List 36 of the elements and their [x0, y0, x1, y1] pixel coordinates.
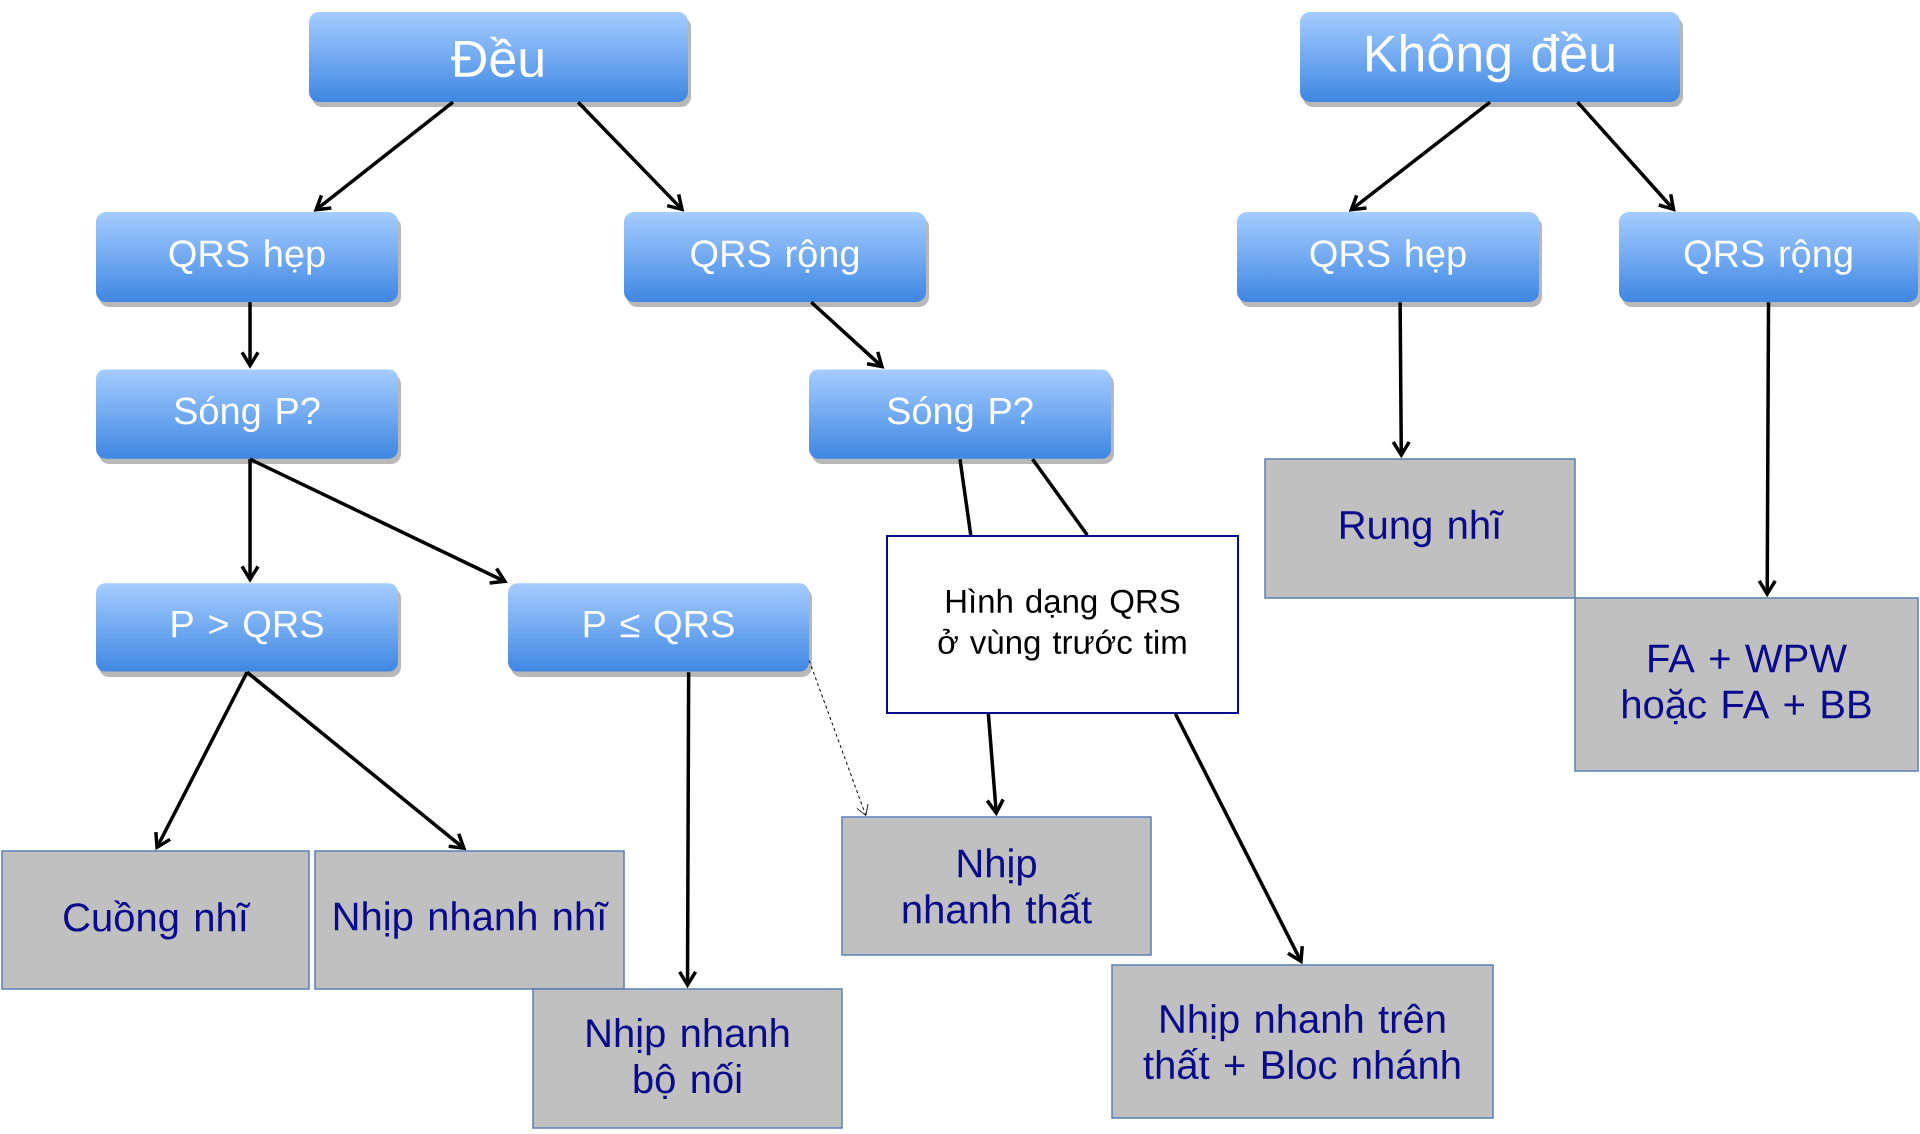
arrow: [249, 457, 508, 585]
arrow: [1391, 302, 1411, 459]
arrow: [245, 670, 467, 851]
diagnosis-box: Cuồng nhĩ: [1, 850, 310, 990]
decision-box: QRS rộng: [624, 212, 929, 307]
question-box: Hình dạng QRS ở vùng trước tim: [886, 535, 1239, 714]
decision-box: QRS rộng: [1619, 212, 1920, 307]
arrow: [240, 302, 260, 369]
arrow: [808, 660, 869, 816]
arrow: [240, 459, 260, 583]
arrow: [678, 672, 698, 989]
diagnosis-box: Nhịp nhanh thất: [841, 816, 1152, 956]
connector-line: [958, 458, 973, 536]
heading-box: Không đều: [1300, 12, 1683, 107]
diagnosis-box: Nhịp nhanh bộ nối: [532, 988, 843, 1129]
diagnosis-box: Nhịp nhanh trên thất + Bloc nhánh: [1111, 964, 1494, 1119]
arrow: [576, 101, 685, 212]
heading-box: Đều: [309, 12, 691, 107]
arrow: [1576, 101, 1676, 212]
arrow: [1173, 713, 1304, 965]
diagnosis-box: Rung nhĩ: [1264, 458, 1576, 599]
diagnosis-box: Nhịp nhanh nhĩ: [314, 850, 625, 990]
arrow: [1757, 302, 1777, 598]
arrow: [154, 671, 249, 851]
decision-box: Sóng P?: [96, 369, 401, 464]
decision-box: P ≤ QRS: [508, 583, 812, 677]
arrow: [985, 713, 1005, 817]
decision-box: QRS hẹp: [1237, 212, 1542, 307]
arrow: [313, 100, 455, 212]
diagnosis-box: FA + WPW hoặc FA + BB: [1574, 597, 1919, 772]
arrow: [810, 300, 885, 369]
connector-line: [1031, 458, 1089, 537]
decision-box: P > QRS: [96, 583, 401, 677]
decision-box: Sóng P?: [809, 369, 1114, 464]
decision-box: QRS hẹp: [96, 212, 401, 307]
arrow: [1348, 100, 1492, 212]
